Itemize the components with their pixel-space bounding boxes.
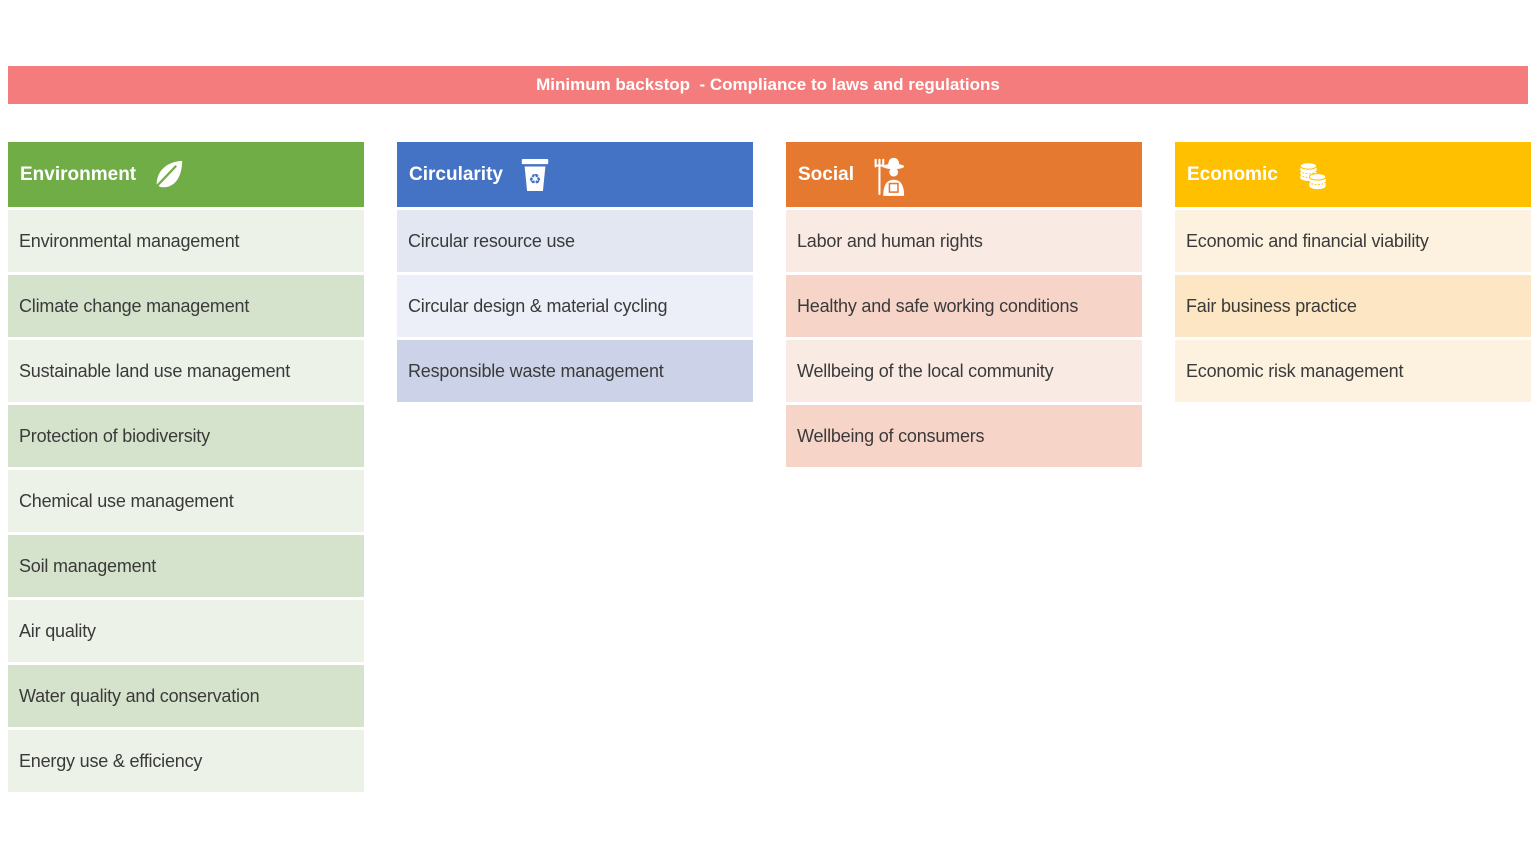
list-item-label: Water quality and conservation (19, 685, 260, 706)
leaf-icon (151, 158, 185, 192)
list-item: Wellbeing of consumers (786, 405, 1142, 467)
compliance-banner-label: Minimum backstop - Compliance to laws an… (536, 75, 1000, 94)
list-item-label: Energy use & efficiency (19, 750, 203, 771)
list-item-label: Responsible waste management (408, 360, 664, 381)
list-item: Wellbeing of the local community (786, 340, 1142, 402)
list-item-label: Environmental management (19, 230, 240, 251)
recycle-bin-icon: ♻ (518, 157, 552, 193)
list-item: Protection of biodiversity (8, 405, 364, 467)
pillar-economic: Economic Economic and financial viabilit… (1175, 142, 1531, 405)
environment-title: Environment (20, 163, 137, 185)
list-item: Fair business practice (1175, 275, 1531, 337)
list-item-label: Labor and human rights (797, 230, 983, 251)
circularity-title: Circularity (409, 163, 503, 185)
list-item-label: Wellbeing of the local community (797, 360, 1054, 381)
list-item: Healthy and safe working conditions (786, 275, 1142, 337)
economic-header: Economic (1175, 142, 1531, 207)
list-item: Water quality and conservation (8, 665, 364, 727)
list-item: Climate change management (8, 275, 364, 337)
list-item: Economic risk management (1175, 340, 1531, 402)
social-header: Social (786, 142, 1142, 207)
list-item: Circular resource use (397, 210, 753, 272)
coins-icon (1293, 155, 1333, 195)
list-item-label: Air quality (19, 620, 96, 641)
list-item: Circular design & material cycling (397, 275, 753, 337)
list-item: Economic and financial viability (1175, 210, 1531, 272)
list-item-label: Economic risk management (1186, 360, 1404, 381)
list-item: Labor and human rights (786, 210, 1142, 272)
svg-text:♻: ♻ (529, 171, 542, 187)
list-item: Soil management (8, 535, 364, 597)
farmer-icon (869, 154, 907, 196)
list-item-label: Economic and financial viability (1186, 230, 1429, 251)
list-item-label: Chemical use management (19, 490, 234, 511)
list-item: Environmental management (8, 210, 364, 272)
list-item: Sustainable land use management (8, 340, 364, 402)
compliance-banner: Minimum backstop - Compliance to laws an… (8, 66, 1528, 104)
list-item-label: Wellbeing of consumers (797, 425, 985, 446)
list-item-label: Protection of biodiversity (19, 425, 210, 446)
list-item: Chemical use management (8, 470, 364, 532)
list-item-label: Circular resource use (408, 230, 575, 251)
list-item-label: Circular design & material cycling (408, 295, 668, 316)
environment-header: Environment (8, 142, 364, 207)
list-item: Energy use & efficiency (8, 730, 364, 792)
list-item: Air quality (8, 600, 364, 662)
list-item-label: Climate change management (19, 295, 250, 316)
economic-title: Economic (1187, 163, 1278, 185)
list-item-label: Healthy and safe working conditions (797, 295, 1079, 316)
list-item-label: Soil management (19, 555, 157, 576)
list-item: Responsible waste management (397, 340, 753, 402)
list-item-label: Sustainable land use management (19, 360, 290, 381)
list-item-label: Fair business practice (1186, 295, 1357, 316)
social-title: Social (798, 163, 854, 185)
circularity-header: Circularity ♻ (397, 142, 753, 207)
